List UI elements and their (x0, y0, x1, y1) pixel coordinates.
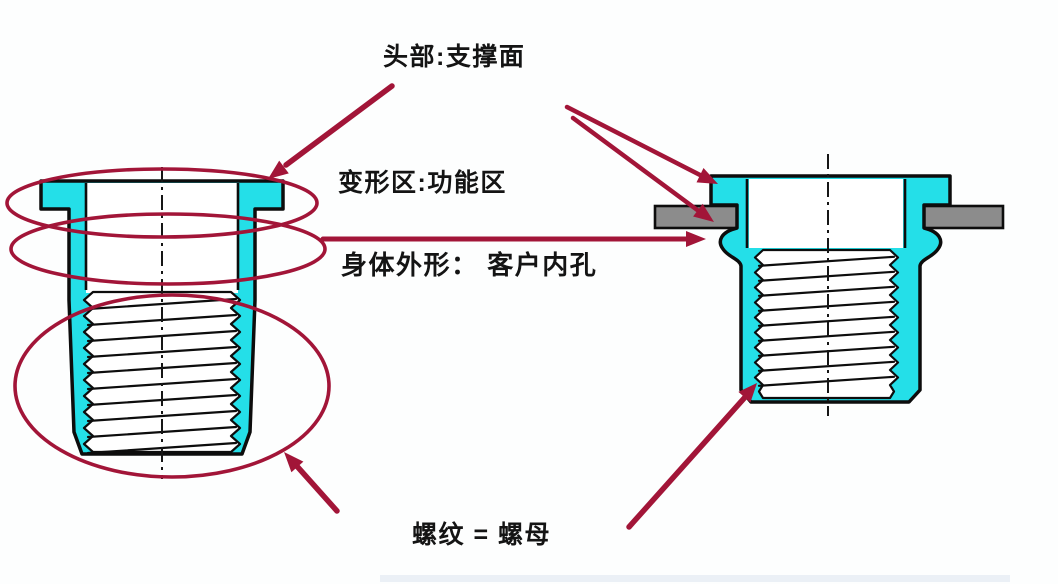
arrow-thread-label-to-right-threads (626, 383, 757, 530)
right-figure-bore (749, 179, 903, 248)
arrow-head-label-to-right-flange (564, 104, 718, 184)
faint-watermark-strip (380, 575, 1010, 582)
label-body-shape-customer-hole: 身体外形： 客户内孔 (341, 250, 598, 280)
right-figure-threads (753, 248, 900, 400)
arrow-deformation-to-right-bulge (320, 231, 706, 247)
ellipse-head-zone (5, 167, 319, 239)
right-figure-installed-nut (653, 154, 1005, 416)
arrow-head-label-to-right-plate (570, 115, 714, 222)
ellipse-deformation-zone (9, 212, 327, 286)
label-thread-equals-nut: 螺纹 = 螺母 (412, 521, 551, 549)
arrow-head-label-to-left-flange (268, 83, 395, 179)
label-deformation-functional-zone: 变形区:功能区 (338, 169, 507, 197)
ellipse-thread-zone (13, 293, 331, 479)
arrow-thread-label-to-left-ellipse (284, 452, 340, 514)
label-head-support-surface: 头部:支撑面 (383, 43, 526, 71)
left-figure-bore-walls (84, 183, 240, 290)
left-figure-rivet-nut (39, 167, 285, 479)
right-figure-bore-walls (745, 179, 907, 248)
